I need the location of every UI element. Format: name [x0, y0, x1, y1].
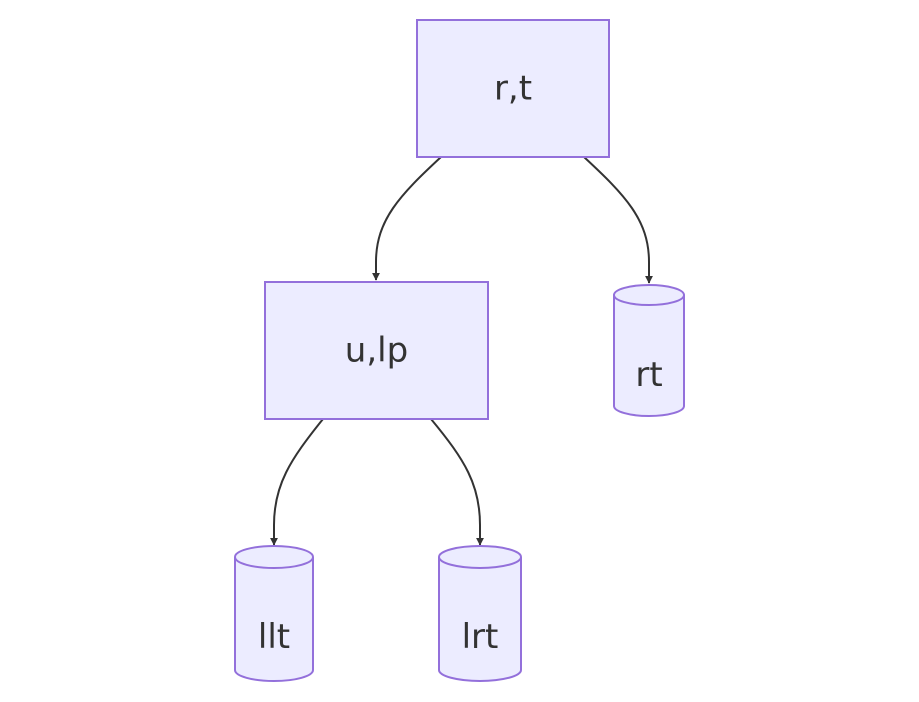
- node-rt-root: r,t: [416, 19, 610, 158]
- node-llt-label: llt: [258, 617, 290, 657]
- node-lrt: lrt: [438, 545, 522, 682]
- node-rt-root-label: r,t: [494, 69, 532, 109]
- node-ulp: u,lp: [264, 281, 489, 420]
- node-lrt-label: lrt: [462, 617, 499, 657]
- edge-rt-root-to-ulp: [372, 156, 442, 281]
- edge-rt-root-to-rt: [583, 156, 653, 284]
- node-ulp-label: u,lp: [345, 331, 408, 371]
- edge-ulp-to-llt: [270, 418, 324, 546]
- edge-ulp-to-lrt: [430, 418, 484, 546]
- node-rt: rt: [613, 284, 685, 417]
- node-llt: llt: [234, 545, 314, 682]
- node-rt-label: rt: [635, 355, 662, 395]
